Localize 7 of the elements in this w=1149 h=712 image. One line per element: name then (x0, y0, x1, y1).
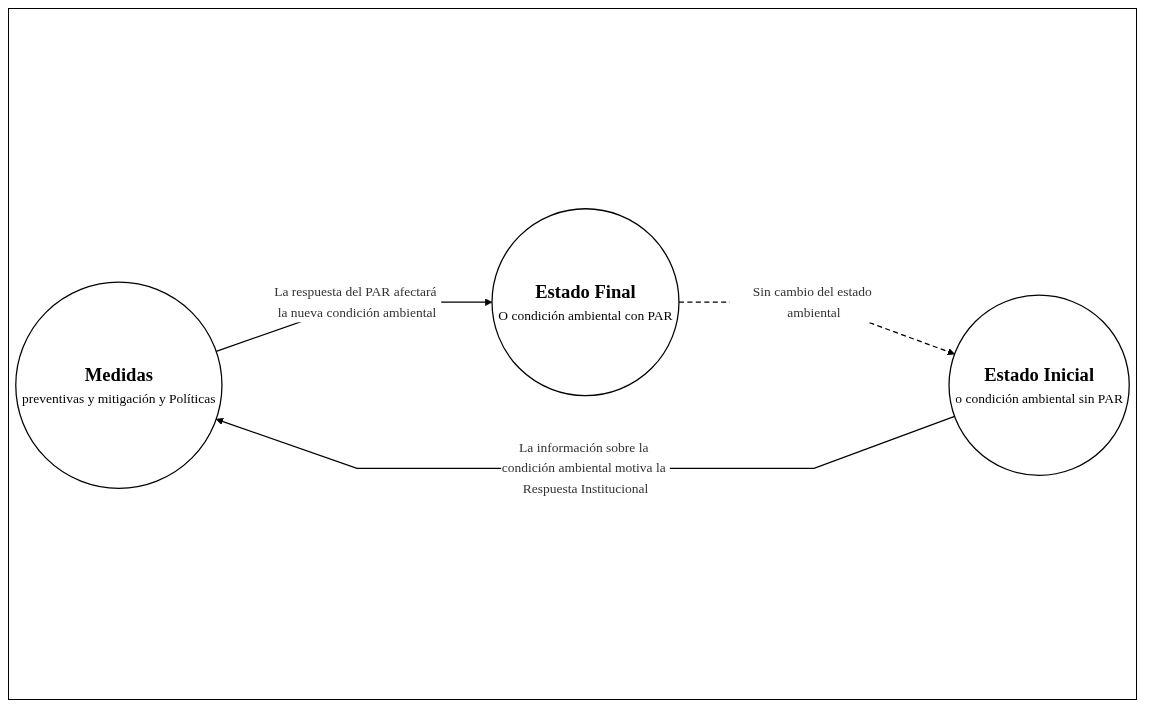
node-circle (948, 294, 1130, 477)
edge-label: Sin cambio del estado ambiental (752, 284, 872, 320)
edge-label: La respuesta del PAR afectará la nueva condición ambiental (274, 284, 437, 320)
node-circle (15, 281, 223, 490)
node-circle (491, 208, 680, 397)
edge-label: La información sobre la condición ambiental motiva la Respuesta Institucional (501, 440, 666, 496)
diagram-frame: La información sobre la condición ambiental motiva la Respuesta Institucional La respuesta del PAR afectará la nueva condición ambiental Sin cambio del estado ambiental Medidas preventivas y mitigación y Políticas Estado Inicial o condición ambiental sin PAR Estado Final O condición ambiental con PAR (8, 8, 1137, 700)
